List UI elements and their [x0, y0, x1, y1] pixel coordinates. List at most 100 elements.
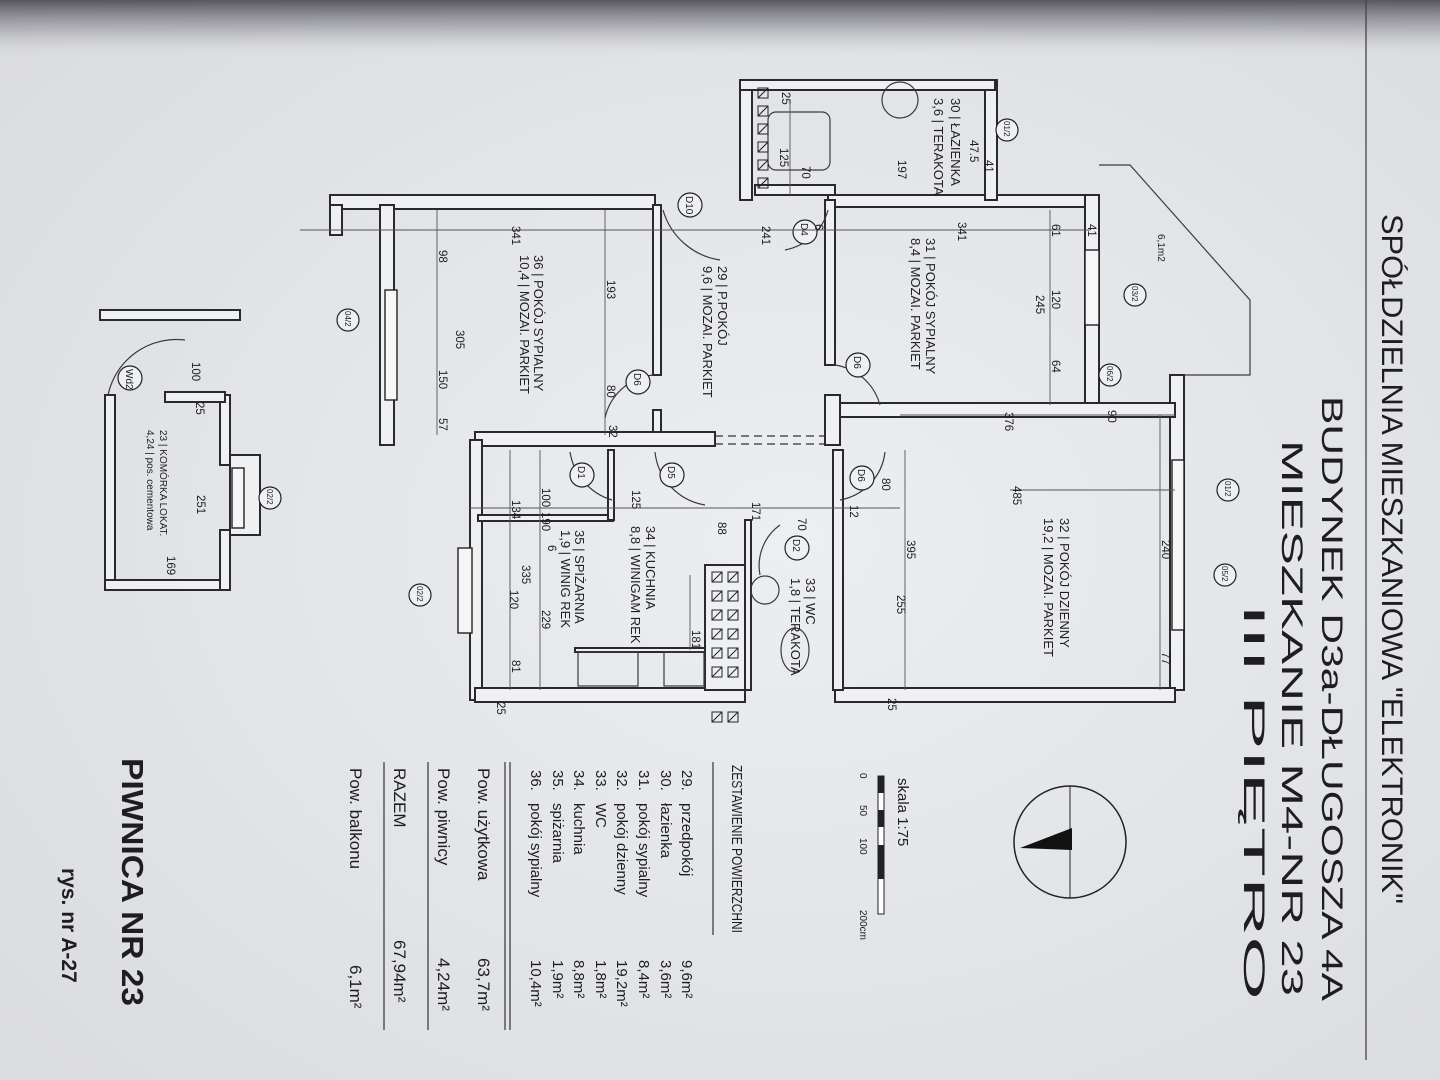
summary-row-area: 10,4m² — [527, 960, 544, 1007]
building-title: BUDYNEK D3a-DŁUGOSZA 4A — [1315, 396, 1348, 1001]
shaft-cell-icon — [727, 590, 739, 602]
room-32-finish: 19,2 | MOZAI. PARKIET — [1041, 518, 1056, 657]
wall-segment — [824, 394, 841, 446]
summary-row-number: 32. — [613, 770, 630, 791]
door-swing — [758, 524, 781, 576]
door-swing — [662, 209, 721, 261]
wc-sink — [750, 575, 780, 605]
scale-label: skala 1:75 — [894, 778, 911, 846]
dimension-label: 32 — [606, 425, 618, 438]
wall-segment — [104, 394, 116, 591]
room-labels: 36 | POKÓJ SYPIALNY 10,4 | MOZAI. PARKIE… — [144, 98, 1166, 676]
usable-area-value: 63,7m² — [474, 958, 493, 1011]
wall-segment — [474, 687, 746, 703]
cooperative-title: SPÓŁDZIELNIA MIESZKANIOWA "ELEKTRONIK" — [1375, 214, 1408, 904]
basement-title: PIWNICA NR 23 — [115, 758, 150, 1006]
door-tag: D6 — [845, 352, 871, 378]
summary-row-area: 1,8m² — [592, 960, 609, 998]
dimension-label: 64 — [1049, 360, 1061, 373]
balcony-area-label: Pow. balkonu — [346, 768, 365, 869]
shaft-cell-icon — [727, 711, 739, 723]
dimension-label: 57 — [436, 418, 448, 431]
shaft-cell-icon — [711, 628, 723, 640]
total-area-value: 67,94m² — [390, 940, 409, 1003]
dimension-label: 70 — [795, 518, 807, 531]
dimension-label: 98 — [436, 250, 448, 263]
wall-segment — [984, 79, 998, 201]
area-summary: ZESTAWIENIE POWIERZCHNI 29.przedpokój9,6… — [346, 762, 745, 1030]
shaft-cell-icon — [757, 87, 769, 99]
scale-tick: 50 — [857, 805, 868, 817]
summary-row-number: 34. — [570, 770, 587, 791]
bathtub — [767, 111, 831, 171]
door-tag: D6 — [849, 465, 875, 491]
dimension-label: 229 — [539, 610, 551, 629]
walls — [99, 79, 1185, 703]
dimension-label: 245 — [1033, 295, 1045, 314]
shaft-cell-icon — [757, 159, 769, 171]
dimension-label: 6 — [545, 545, 557, 551]
dimension-label: 341 — [955, 222, 967, 241]
shaft-cell-icon — [711, 647, 723, 659]
window — [384, 289, 398, 401]
room-23-label: 23 | KOMÓRKA LOKAT. — [157, 430, 170, 536]
wall-segment — [827, 194, 1091, 208]
dimension-label: 241 — [759, 226, 771, 245]
window-tag-label: 05/2 — [1220, 566, 1229, 582]
room-30-label: 30 | ŁAZIENKA — [948, 98, 963, 186]
door-tag-label: D5 — [665, 466, 676, 479]
shaft-cell-icon — [727, 647, 739, 659]
room-35-finish: 1,9 | WINIG REK — [558, 530, 573, 628]
wall-segment — [164, 391, 226, 403]
door-swing — [107, 338, 186, 396]
dimension-label: 80 — [604, 385, 616, 398]
summary-row-name: pokój sypialny — [527, 803, 544, 898]
kitchen-stove — [663, 651, 705, 687]
wall-segment — [474, 431, 716, 447]
room-35-label: 35 | SPIŻARNIA — [572, 530, 587, 624]
room-29-finish: 9,6 | MOZAI. PARKIET — [700, 266, 715, 398]
dimension-label: 169 — [164, 556, 176, 575]
basement-area-value: 4,24m² — [434, 958, 453, 1011]
floor-title: III PIĘTRO — [1237, 604, 1270, 1000]
room-36-label: 36 | POKÓJ SYPIALNY — [531, 255, 546, 392]
window-tag: 05/2 — [1213, 563, 1237, 587]
dimension-label: 25 — [779, 92, 791, 105]
scale-bar — [877, 775, 885, 915]
dimension-label: 125 — [629, 490, 641, 509]
window-tag-label: 02/2 — [415, 586, 424, 602]
wall-segment — [329, 204, 343, 236]
dimension-label: 80 — [879, 478, 891, 491]
summary-row-area: 8,4m² — [635, 960, 652, 998]
dimension-label: 41 — [1085, 224, 1097, 237]
total-area-label: RAZEM — [390, 768, 409, 828]
room-34-label: 34 | KUCHNIA — [643, 526, 658, 610]
kitchen-sink — [577, 651, 639, 687]
dimension-label: 6 — [812, 224, 824, 230]
summary-row-area: 19,2m² — [613, 960, 630, 1007]
dimension-label: 120 — [507, 590, 519, 609]
summary-row-name: spiżarnia — [549, 803, 566, 864]
window — [231, 467, 245, 529]
dimension-label: 251 — [194, 495, 206, 514]
window — [1084, 249, 1100, 326]
wall-segment — [99, 309, 241, 321]
toilet — [780, 627, 810, 673]
bathroom-sink — [881, 81, 919, 119]
shaft-cell-icon — [757, 105, 769, 117]
door-tag-label: D6 — [851, 356, 862, 369]
basement-area-label: Pow. piwnicy — [434, 768, 453, 866]
summary-row-name: kuchnia — [570, 803, 587, 855]
ventilation-shafts — [711, 87, 769, 723]
wall-segment — [739, 79, 753, 201]
door-tag-label: D6 — [631, 373, 642, 386]
room-29-label: 29 | P.POKÓJ — [715, 266, 730, 346]
room-23-finish: 4,24 | pos. cementowa — [144, 430, 155, 531]
dimension-label: 305 — [453, 330, 465, 349]
room-34-finish: 8,8 | WINIGAM REK — [628, 526, 643, 644]
summary-row-number: 33. — [592, 770, 609, 791]
dimension-label: 341 — [509, 226, 521, 245]
